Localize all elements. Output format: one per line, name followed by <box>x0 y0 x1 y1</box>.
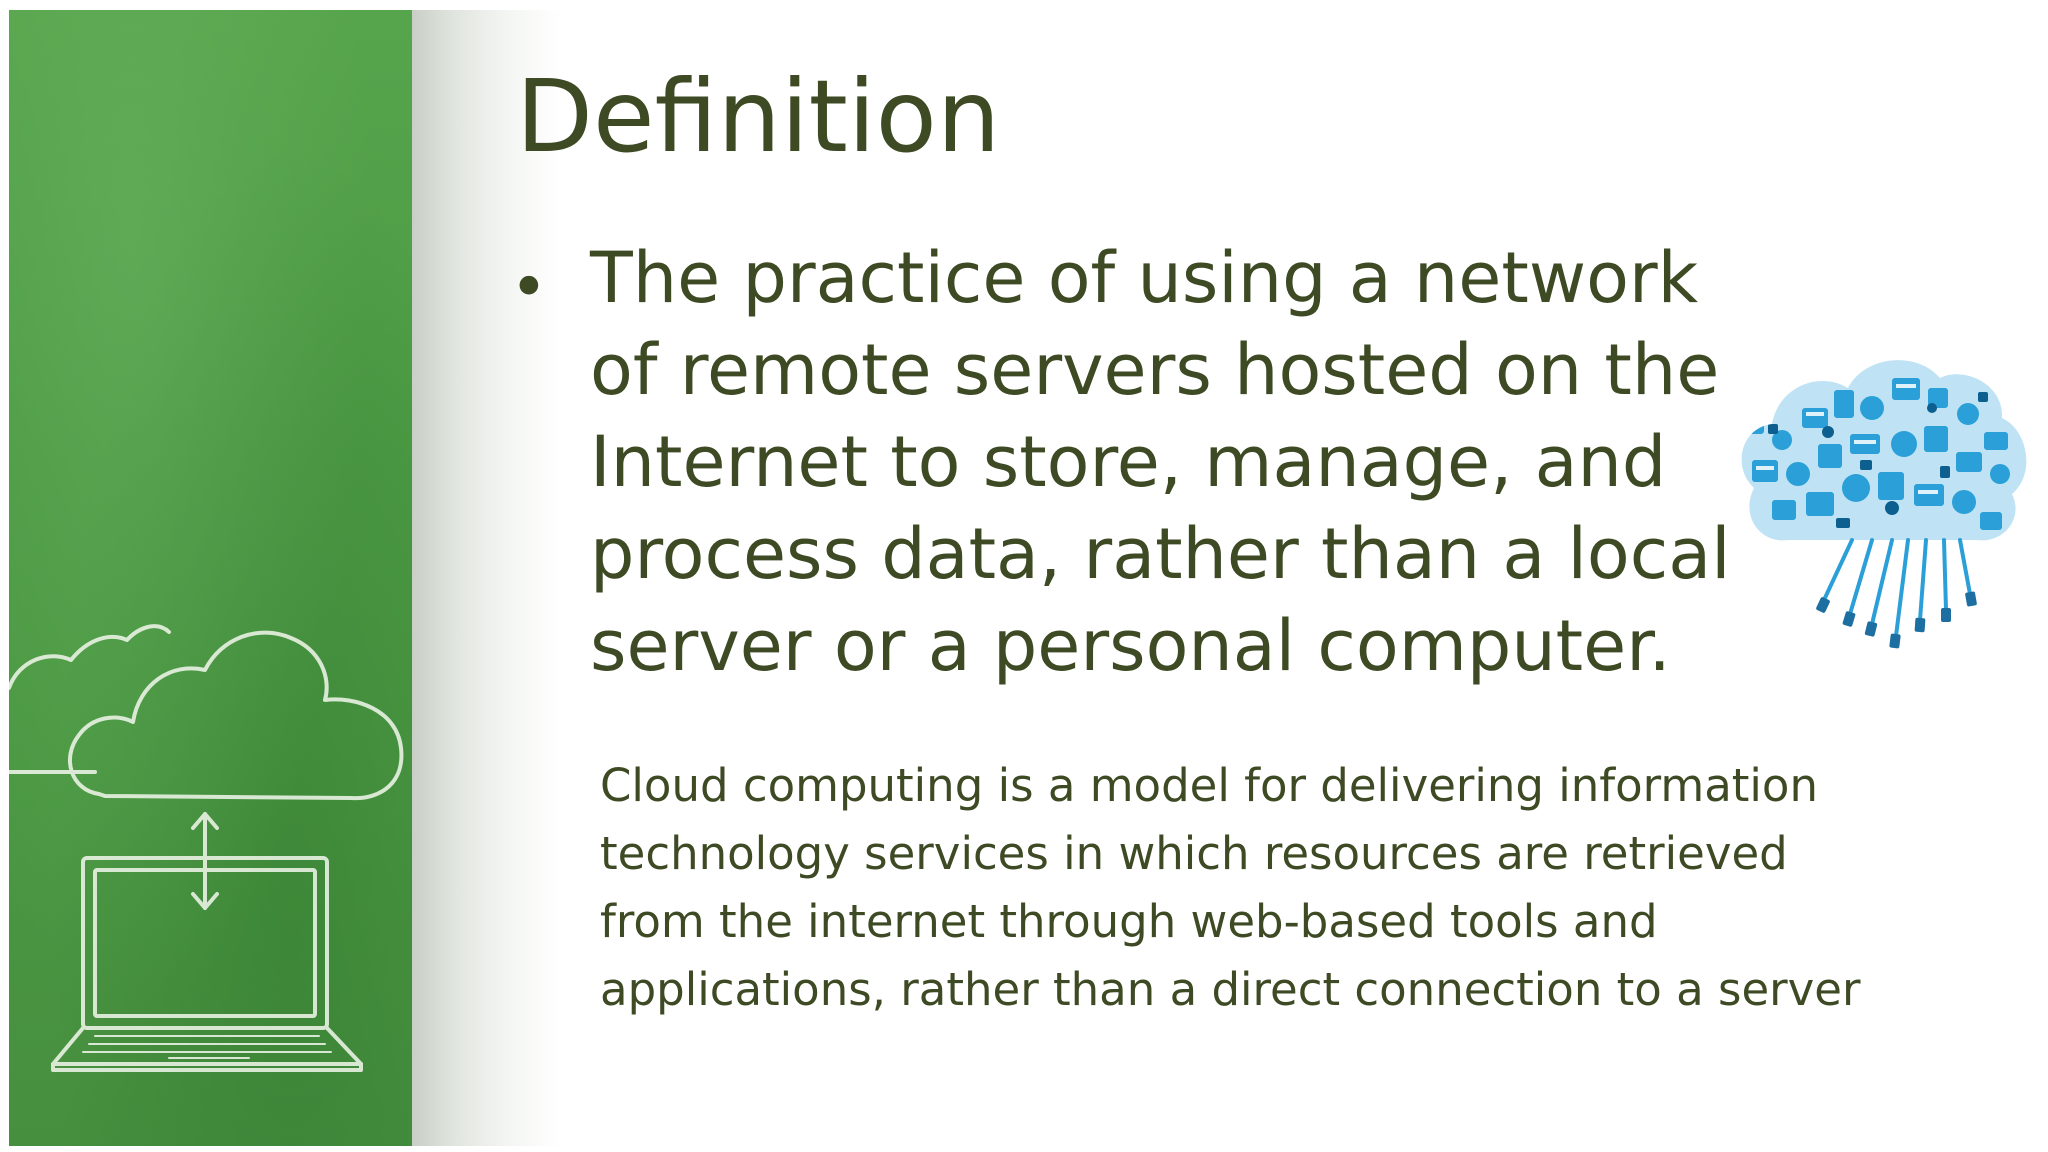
laptop-icon <box>81 856 329 1030</box>
large-cloud-outline <box>68 630 404 801</box>
chalkboard-panel <box>9 10 412 1146</box>
panel-shadow <box>412 10 562 1146</box>
cloud-icon-collage <box>1741 360 2027 649</box>
chalk-cloud-laptop-illustration <box>9 624 404 1072</box>
small-cloud-outline <box>9 624 171 690</box>
bullet-icon: • <box>510 251 548 325</box>
slide-title: Definition <box>516 58 1001 175</box>
definition-body: Cloud computing is a model for deliverin… <box>600 759 1861 1016</box>
bullet-text: The practice of using a network of remot… <box>590 237 1731 687</box>
